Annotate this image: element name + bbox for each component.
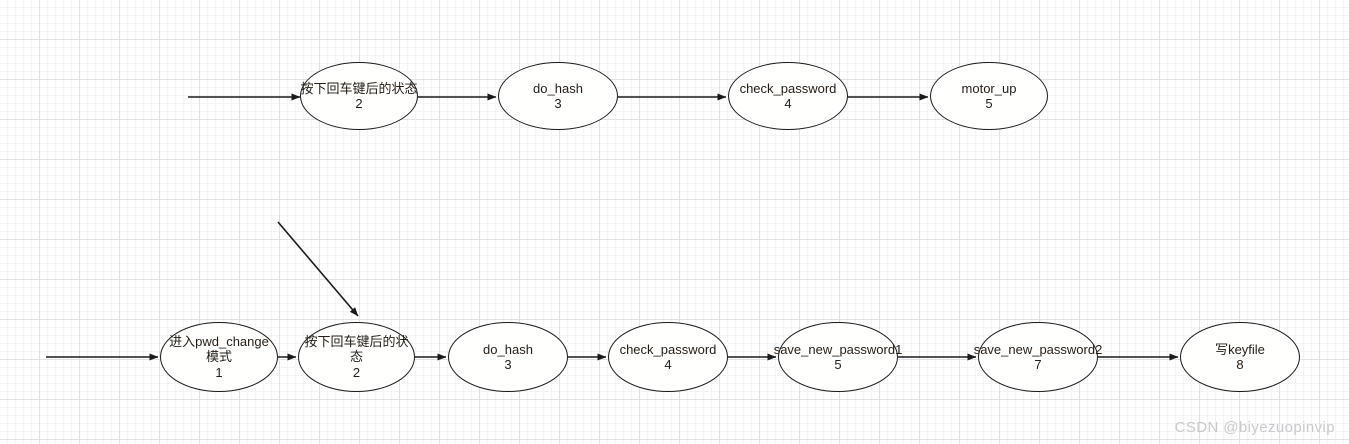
node-number: 4 <box>664 357 672 372</box>
node-label: 按下回车键后的状态 <box>304 334 409 365</box>
node-number: 8 <box>1236 357 1244 372</box>
node-label: 写keyfile <box>1215 341 1265 357</box>
node-label: 进入pwd_change模式 <box>169 334 269 365</box>
node-number: 1 <box>215 364 223 380</box>
node-label: save_new_password2 <box>973 341 1103 357</box>
node-number: 7 <box>1034 357 1042 372</box>
node-label: 按下回车键后的状态 <box>300 80 418 96</box>
node-number: 2 <box>355 96 363 111</box>
node-number: 4 <box>784 96 792 111</box>
node-label: do_hash <box>483 341 533 357</box>
node-number: 5 <box>834 357 842 372</box>
node-number: 3 <box>554 96 562 111</box>
node-label: do_hash <box>533 80 583 96</box>
watermark: CSDN @biyezuopinvip <box>1174 419 1335 436</box>
node-label: motor_up <box>961 80 1017 96</box>
node-label: check_password <box>619 341 717 357</box>
edge-diagonal-incoming <box>277 221 359 317</box>
arrow-diagonal-0 <box>277 221 359 317</box>
node-number: 3 <box>504 357 512 372</box>
node-number: 2 <box>352 364 361 380</box>
node-label: check_password <box>739 80 837 96</box>
node-label: save_new_password1 <box>773 341 903 357</box>
node-number: 5 <box>985 96 993 111</box>
